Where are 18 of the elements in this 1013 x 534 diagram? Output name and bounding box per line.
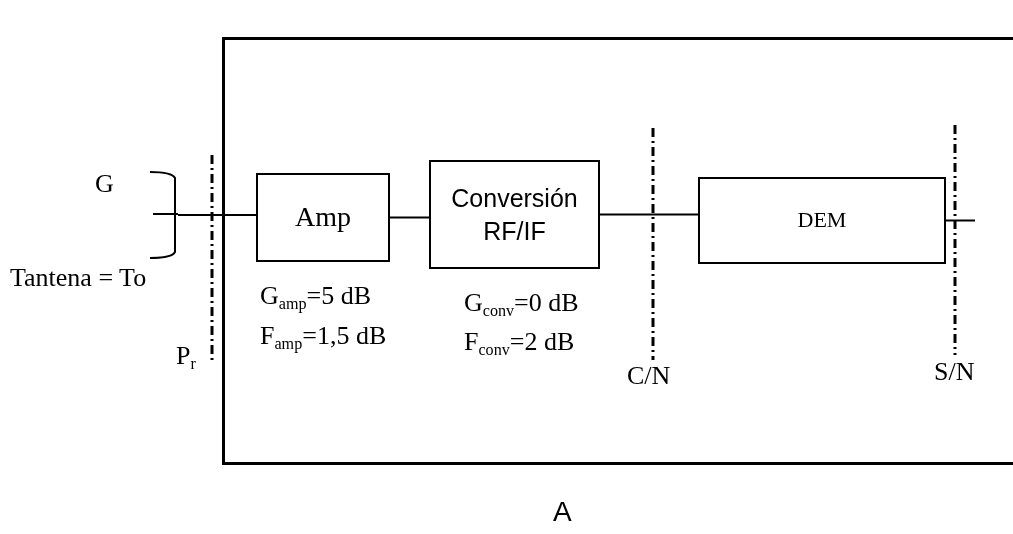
measurement-point-label: P$_{r}$: [176, 340, 196, 372]
parameter-text: F$_{conv}$=2 dB: [464, 326, 575, 358]
block-label: Amp: [295, 200, 351, 235]
parameter-text: G$_{amp}$=5 dB: [260, 280, 372, 312]
signal-line: [599, 213, 699, 216]
measurement-point-label: S/N: [934, 356, 975, 388]
signal-line: [177, 214, 257, 216]
signal-line: [945, 219, 976, 222]
signal-line: [389, 216, 430, 219]
block-label: Conversión RF/IF: [450, 183, 579, 247]
process-block: [698, 177, 946, 264]
measurement-point-label: C/N: [627, 360, 671, 392]
parameter-text: G$_{conv}$=0 dB: [464, 287, 579, 319]
parameter-text: F$_{amp}$=1,5 dB: [260, 320, 387, 352]
parameter-text: Tantena = To: [10, 262, 147, 294]
block-label: DEM: [797, 206, 847, 235]
parameter-text: G: [95, 168, 114, 200]
frame-heading: A: [553, 496, 572, 528]
